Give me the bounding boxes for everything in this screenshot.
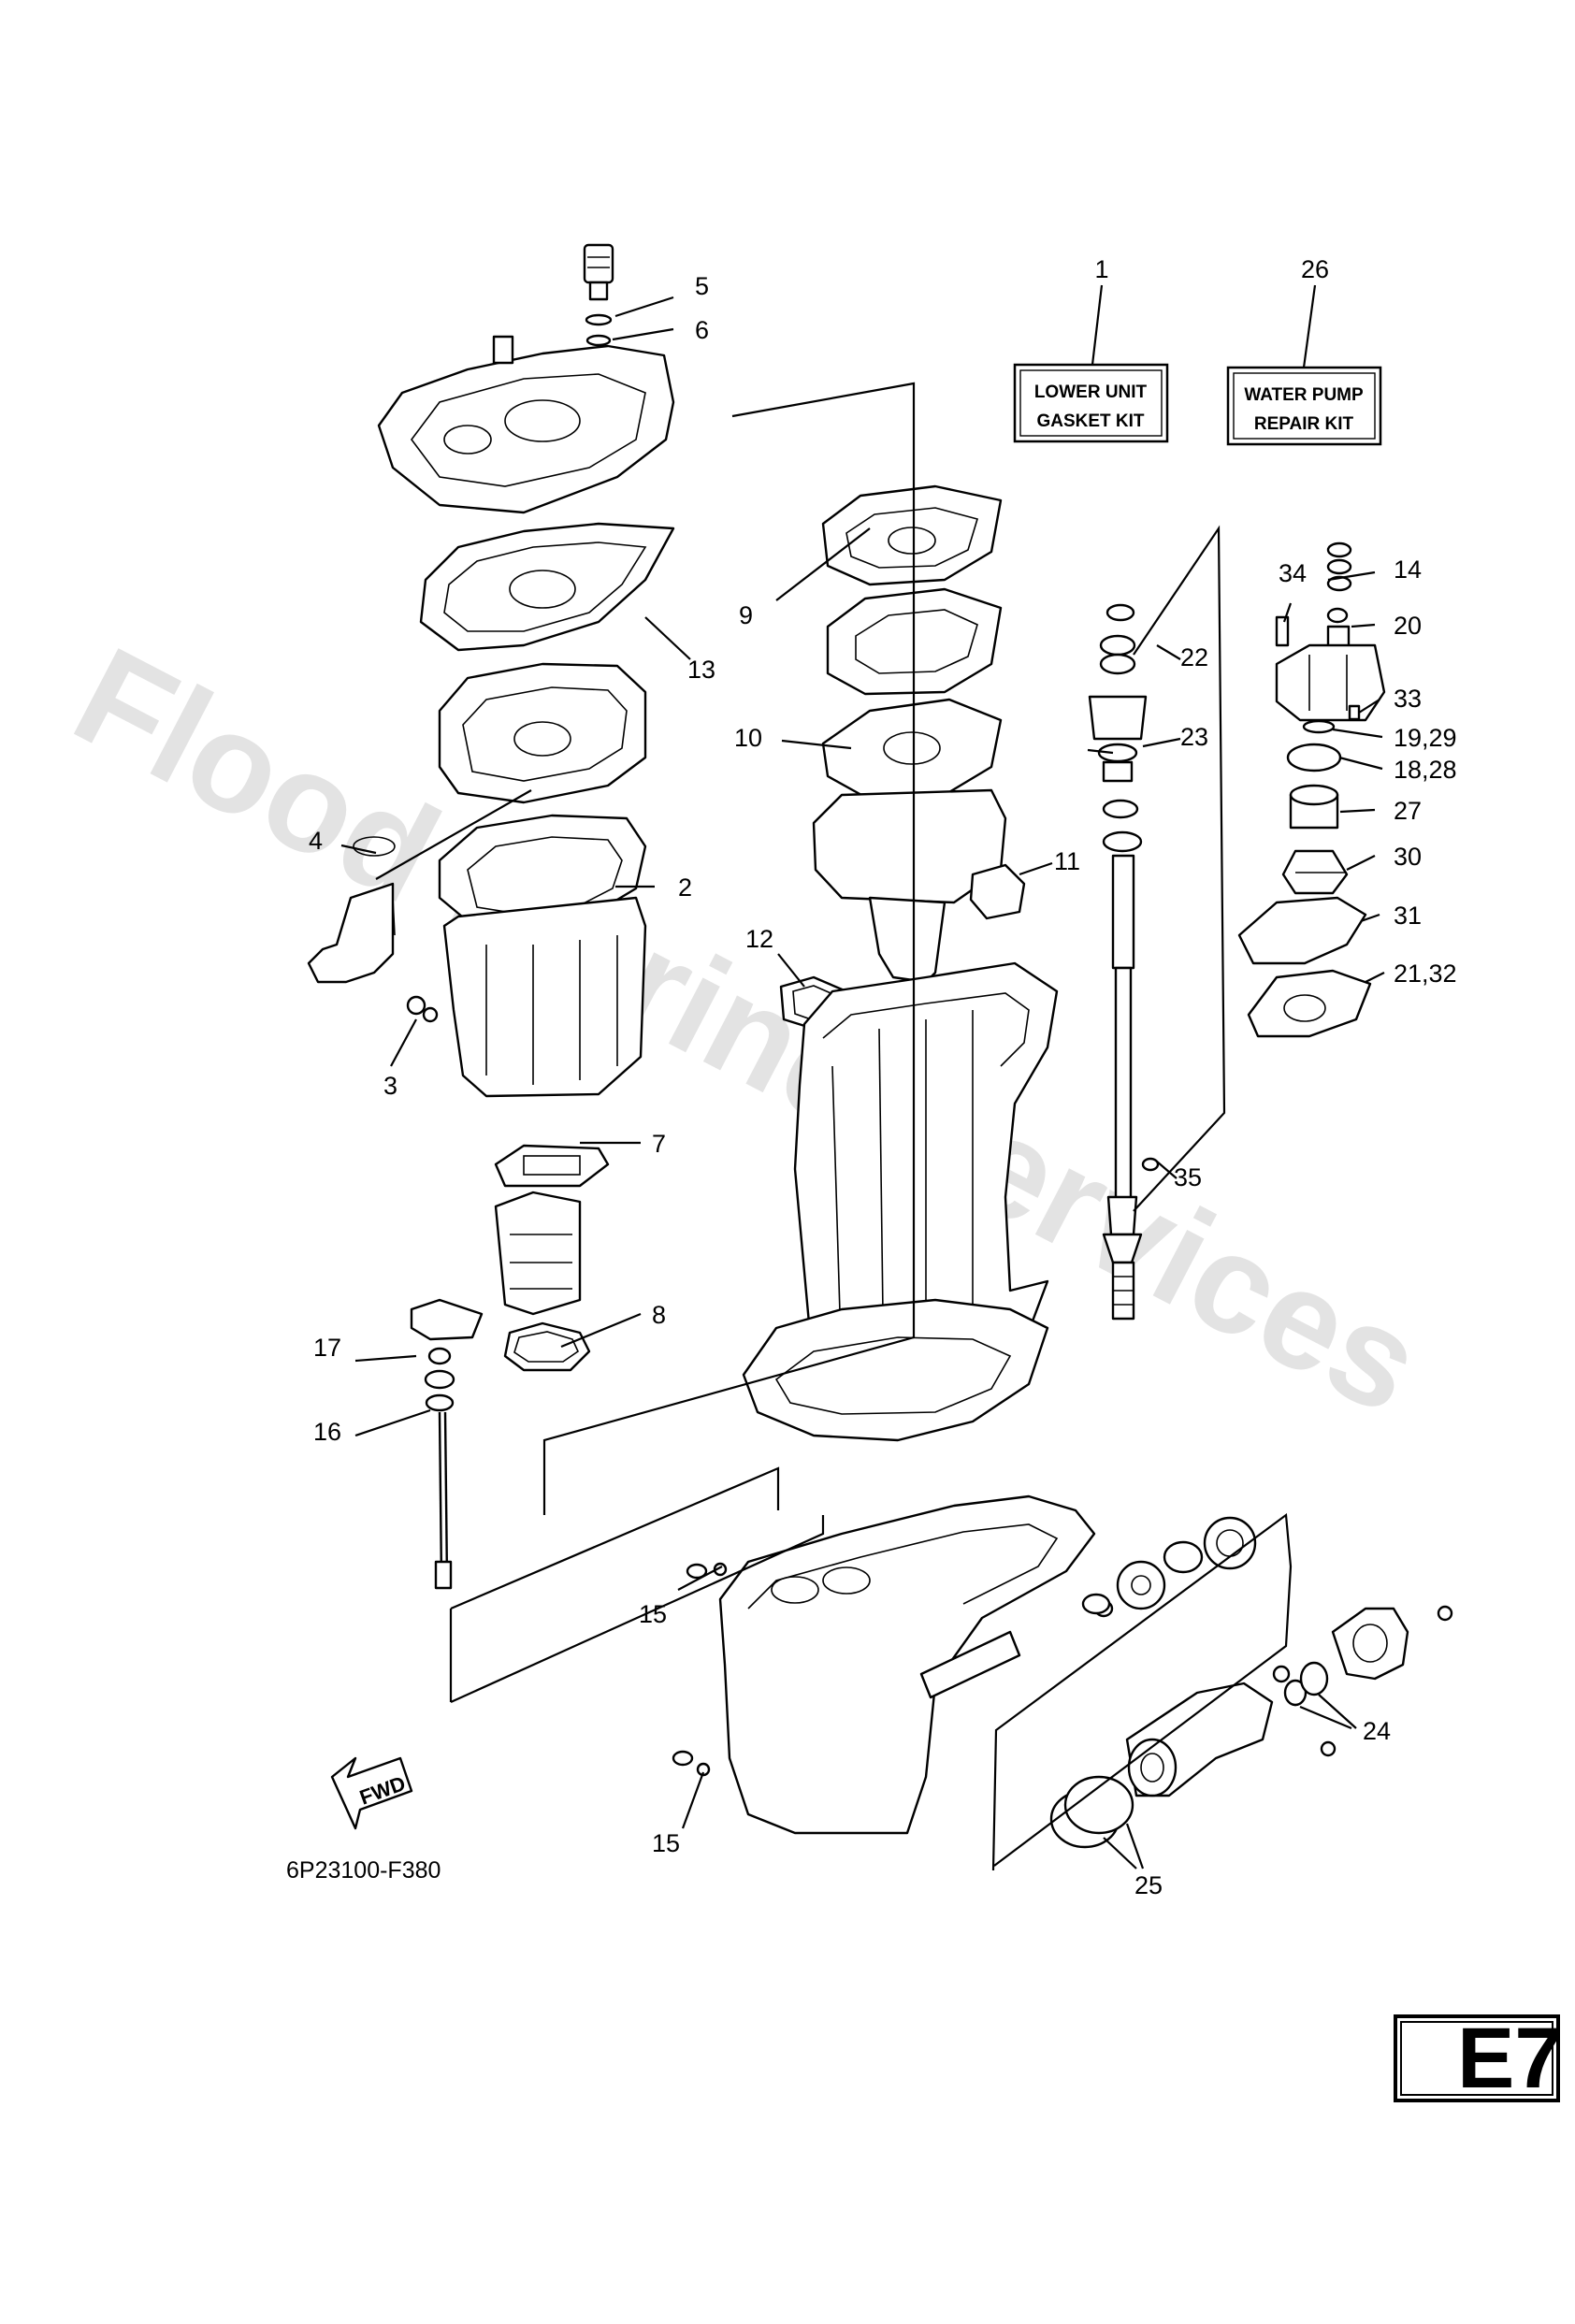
callout-1: 1 (1094, 255, 1108, 283)
callout-17: 17 (313, 1334, 341, 1362)
callout-5: 5 (695, 272, 709, 300)
callout-15-upper: 15 (639, 1600, 667, 1628)
callout-18-28: 18,28 (1394, 756, 1457, 784)
callout-25: 25 (1134, 1871, 1163, 1899)
callout-35: 35 (1174, 1163, 1202, 1191)
callout-26: 26 (1301, 255, 1329, 283)
water-pump-kit-line1: WATER PUMP (1244, 385, 1364, 405)
callout-3: 3 (383, 1072, 397, 1100)
callout-2: 2 (678, 873, 692, 902)
callout-31: 31 (1394, 902, 1422, 930)
lower-unit-gasket-kit-box: LOWER UNIT GASKET KIT 1 (1013, 255, 1169, 443)
lower-unit-kit-line1: LOWER UNIT (1034, 383, 1148, 402)
callout-13: 13 (687, 656, 715, 684)
callout-16: 16 (313, 1418, 341, 1446)
callout-12: 12 (745, 925, 773, 953)
callout-21-32: 21,32 (1394, 960, 1457, 988)
callout-8: 8 (652, 1301, 666, 1329)
leader-lines (340, 296, 1385, 1869)
callout-15-lower: 15 (652, 1829, 680, 1857)
page-badge: E7 (1457, 2011, 1563, 2106)
lower-unit-kit-line2: GASKET KIT (1036, 411, 1144, 431)
callout-20: 20 (1394, 612, 1422, 640)
callout-7: 7 (652, 1130, 666, 1158)
callout-22: 22 (1180, 643, 1208, 671)
callout-27: 27 (1394, 797, 1422, 825)
callout-34: 34 (1279, 559, 1307, 587)
callout-6: 6 (695, 316, 709, 344)
drive-shaft-drawing (1088, 603, 1160, 1321)
water-pump-repair-kit-box: WATER PUMP REPAIR KIT 26 (1226, 255, 1382, 446)
callout-10: 10 (734, 724, 762, 752)
driveshaft-housing-drawing (742, 484, 1059, 1442)
callout-23: 23 (1180, 723, 1208, 751)
callout-9: 9 (739, 601, 753, 629)
upper-casing-drawing (307, 243, 675, 1590)
callout-numbers: 5 6 2 4 3 13 7 8 17 16 9 10 11 12 22 23 … (309, 272, 1457, 1899)
gear-case-drawing: FWD (330, 1494, 1453, 1849)
diagram-code: 6P23100-F380 (286, 1857, 441, 1884)
callout-4: 4 (309, 827, 323, 855)
callout-11: 11 (1054, 847, 1080, 875)
water-pump-kit-line2: REPAIR KIT (1254, 414, 1354, 434)
grouping-lines (375, 382, 1293, 1871)
callout-30: 30 (1394, 843, 1422, 871)
callout-33: 33 (1394, 685, 1422, 713)
water-pump-drawing (1237, 541, 1386, 1038)
page-badge-box: E7 (1394, 2011, 1563, 2106)
callout-19-29: 19,29 (1394, 724, 1457, 752)
callout-24: 24 (1363, 1717, 1391, 1745)
callout-14: 14 (1394, 556, 1422, 584)
